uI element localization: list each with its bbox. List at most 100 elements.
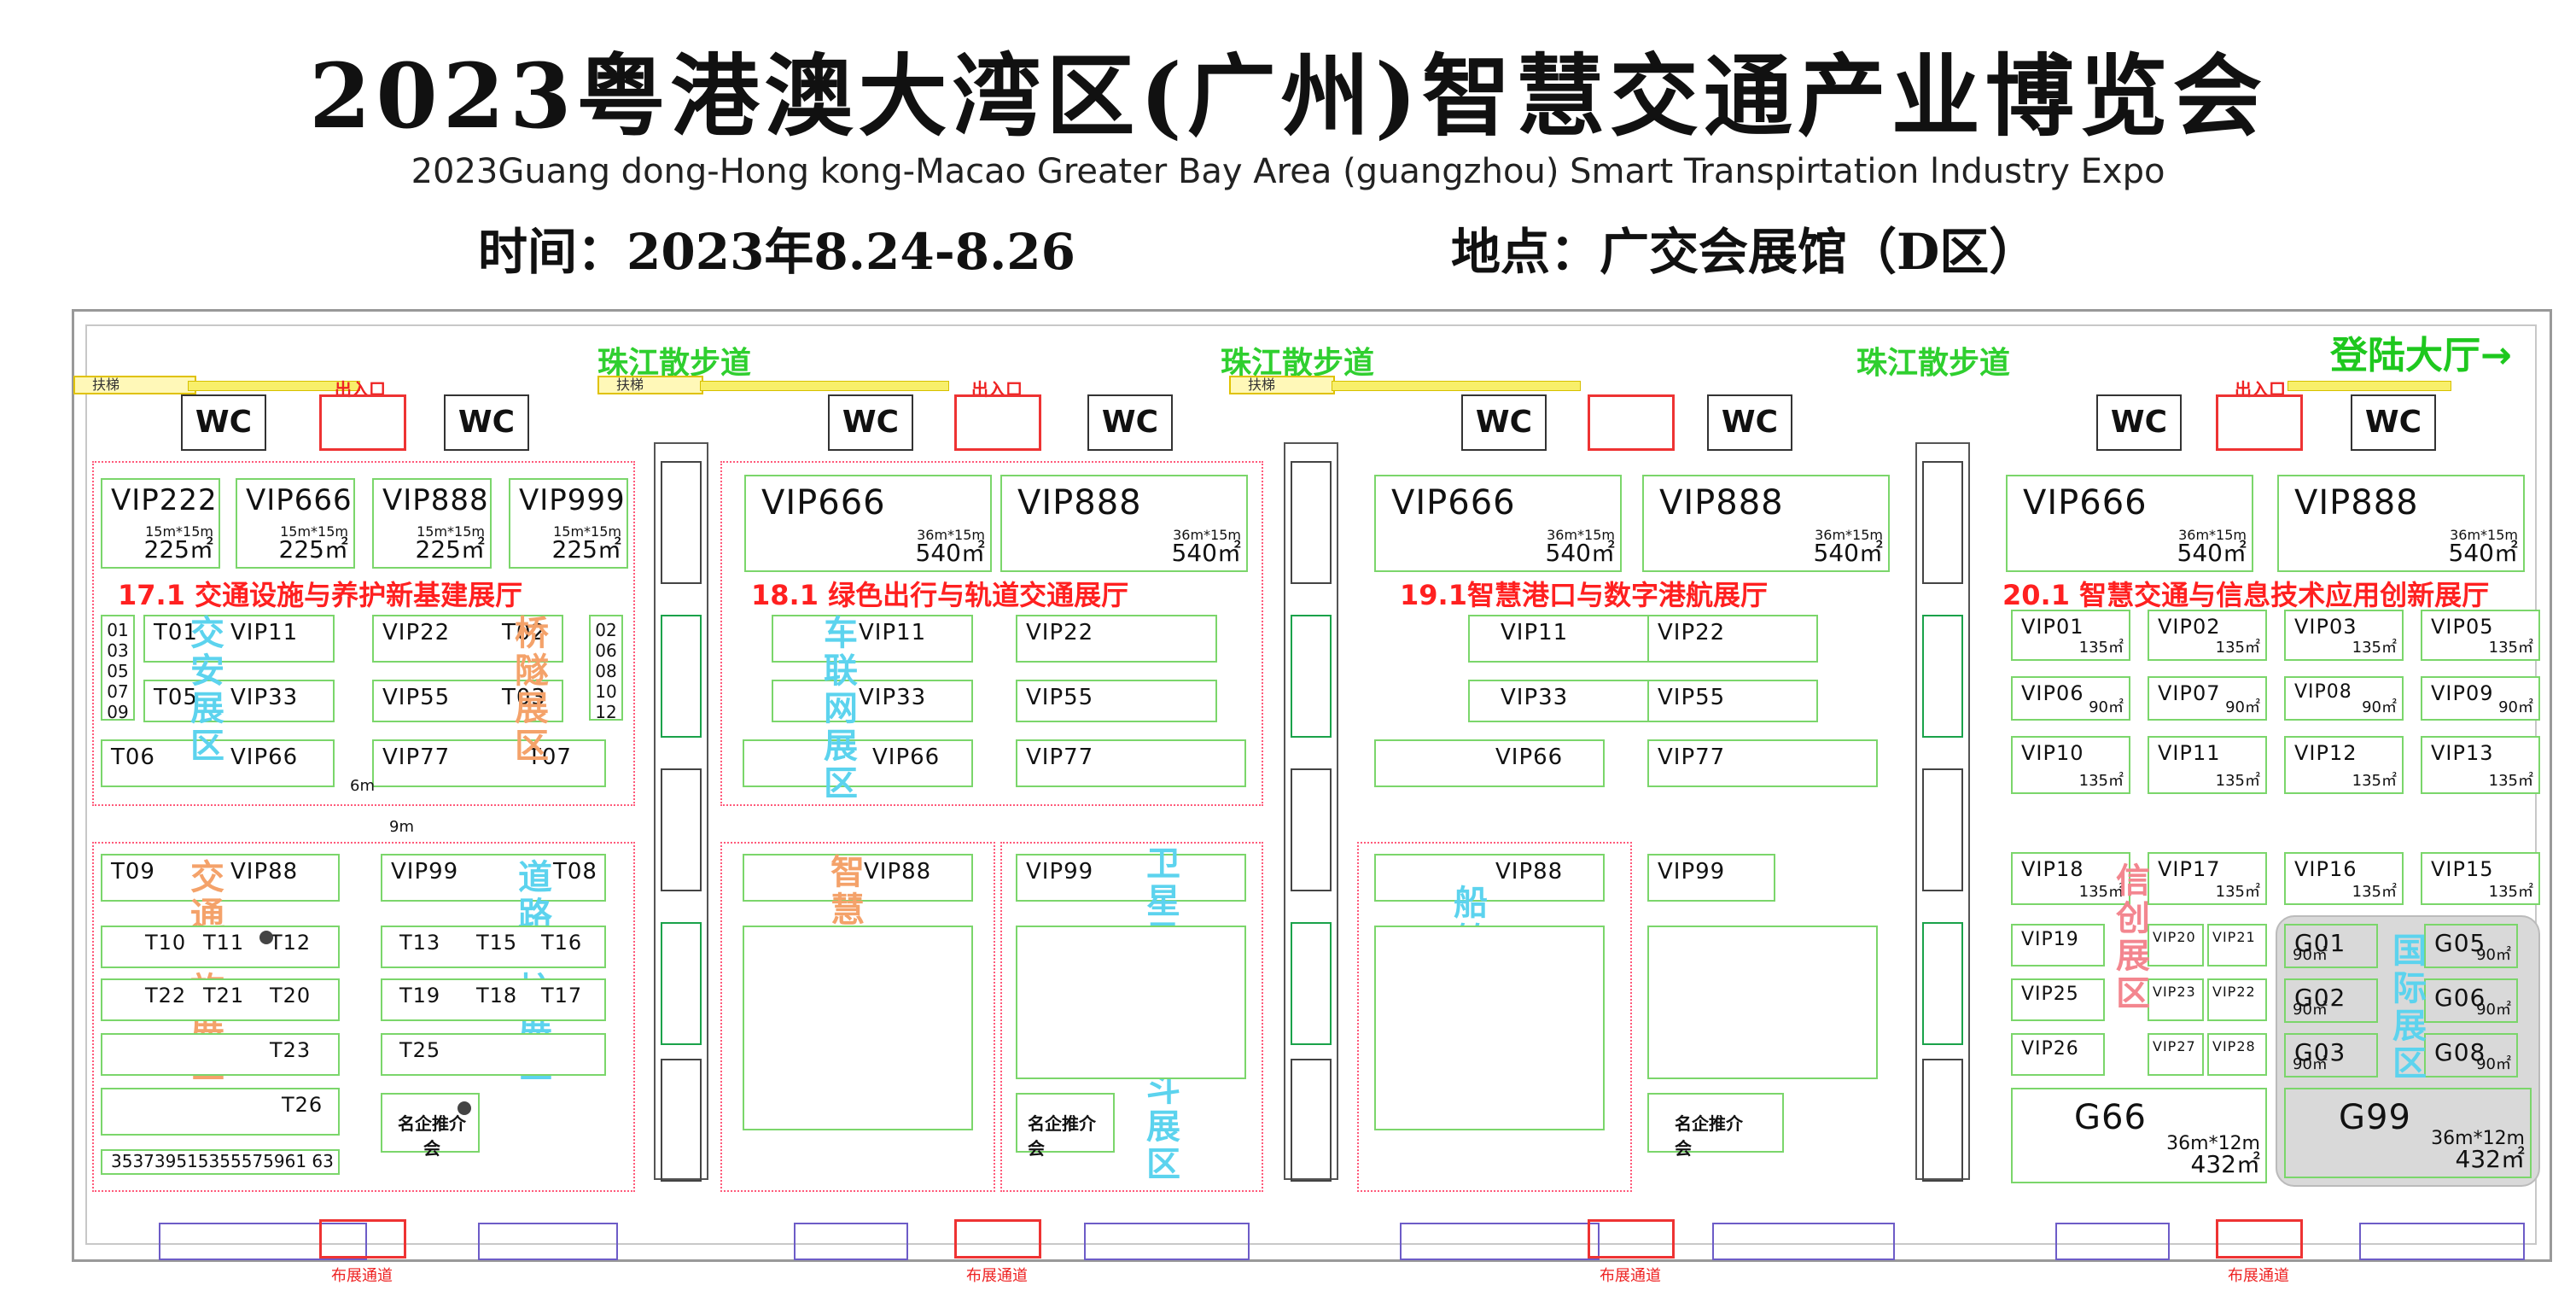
bottom-label-3: 布展通道 [1600, 1267, 1661, 1285]
bottom-entrance-1[interactable] [319, 1219, 406, 1259]
booth-vip28[interactable]: VIP28 [2207, 1033, 2267, 1076]
hall19-lower-right-block[interactable] [1647, 926, 1878, 1079]
booth-hall18-vip55[interactable]: VIP55 [1016, 680, 1217, 722]
booth-hall18-vip33[interactable]: VIP33 [772, 680, 973, 722]
booth-vip23[interactable]: VIP23 [2148, 978, 2204, 1021]
booth-hall18-vip22[interactable]: VIP22 [1016, 615, 1217, 663]
bottom-entrance-3[interactable] [1588, 1219, 1675, 1259]
booth-recommend-1[interactable]: 名企推介会 [381, 1093, 480, 1159]
entrance-3[interactable] [1588, 394, 1675, 451]
wc-8: WC [2351, 394, 2436, 451]
bottom-entrance-2[interactable] [954, 1219, 1041, 1259]
booth-hall18-vip77[interactable]: VIP77 [1016, 739, 1246, 787]
booth-hall19-vip77[interactable]: VIP77 [1647, 739, 1878, 787]
booth-vip26[interactable]: VIP26 [2011, 1033, 2105, 1076]
bottom-entrance-4[interactable] [2216, 1219, 2303, 1259]
wc-2: WC [444, 394, 529, 451]
booth-vip22-h20[interactable]: VIP22 [2207, 978, 2267, 1021]
entrance-2[interactable] [954, 394, 1041, 451]
booth-vip25[interactable]: VIP25 [2011, 978, 2105, 1021]
entrance-1[interactable] [319, 394, 406, 451]
booth-hall18-vip66[interactable]: VIP66 [743, 739, 973, 787]
booth-vip27[interactable]: VIP27 [2148, 1033, 2204, 1076]
booth-recommend-2[interactable]: 名企推介会 [1016, 1093, 1115, 1159]
booth-t23[interactable]: T23 [101, 1033, 340, 1076]
booth-recommend-3[interactable]: 名企推介会 [1647, 1093, 1784, 1159]
walkway-strip-4 [2288, 381, 2451, 391]
booth-hall19-vip55[interactable]: VIP55 [1647, 680, 1818, 722]
hall17-lower-zone [92, 842, 635, 1192]
column-dot [458, 1101, 471, 1115]
booth-hall19-vip99[interactable]: VIP99 [1647, 854, 1775, 902]
booth-hall19-vip11[interactable]: VIP11 [1468, 615, 1656, 663]
booth-vip21[interactable]: VIP21 [2207, 924, 2267, 967]
entrance-4[interactable] [2216, 394, 2303, 451]
booth-vip19[interactable]: VIP19 [2011, 924, 2105, 967]
booth-hall19-vip66[interactable]: VIP66 [1374, 739, 1605, 787]
bottom-lane-3 [794, 1223, 908, 1260]
booth-hall18-vip99[interactable]: VIP99 [1016, 854, 1246, 902]
booth-t26[interactable]: T26 [101, 1088, 340, 1136]
hall18-lower-left-block[interactable] [743, 926, 973, 1130]
booth-hall18-vip88[interactable]: VIP88 [743, 854, 973, 902]
booth-vip20[interactable]: VIP20 [2148, 924, 2204, 967]
booth-t25[interactable]: T25 [381, 1033, 606, 1076]
booth-hall18-vip11[interactable]: VIP11 [772, 615, 973, 663]
hall18-lower-right-block[interactable] [1016, 926, 1246, 1079]
booth-hall19-vip33[interactable]: VIP33 [1468, 680, 1656, 722]
hall19-lower-zone [1357, 842, 1632, 1192]
spacing-9m-1: 9m [389, 818, 414, 836]
booth-hall19-vip88[interactable]: VIP88 [1374, 854, 1605, 902]
hall19-lower-left-block[interactable] [1374, 926, 1605, 1130]
booth-hall19-vip22[interactable]: VIP22 [1647, 615, 1818, 663]
wc-1: WC [181, 394, 266, 451]
